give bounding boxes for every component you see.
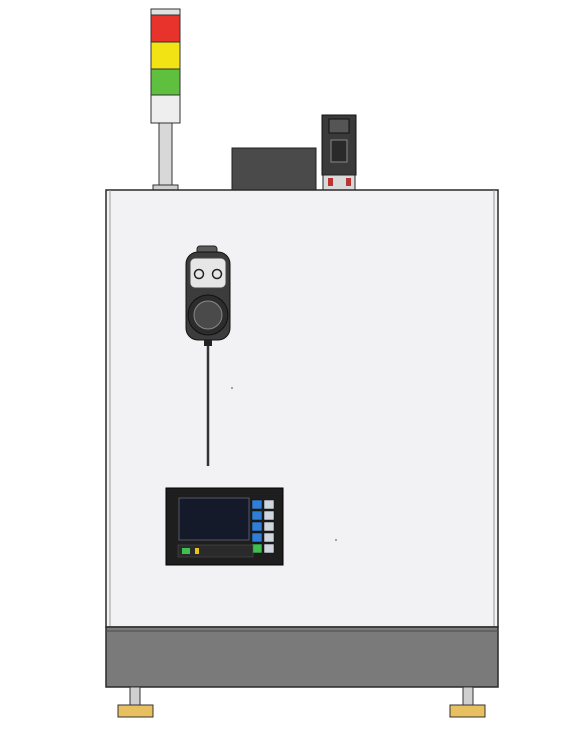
left-foot-stem <box>129 686 141 706</box>
tower-pole <box>158 122 173 186</box>
panel-mark-1 <box>231 387 233 389</box>
hmi-controller-icon <box>165 487 284 566</box>
cabinet-base-skirt <box>105 626 499 688</box>
hmi-status-led <box>182 548 190 554</box>
pendant-right-selector <box>211 268 223 280</box>
servo-motor-icon <box>321 114 357 191</box>
tower-base-ring <box>150 94 181 124</box>
hmi-key <box>263 543 275 554</box>
panel-mark-2 <box>335 539 337 541</box>
hmi-key <box>263 532 275 543</box>
right-leveling-foot <box>449 686 486 718</box>
tower-red-lamp <box>150 14 181 43</box>
hmi-key <box>251 510 263 521</box>
top-enclosure-box <box>231 147 317 191</box>
hmi-screen <box>178 497 250 541</box>
handwheel-pendant-icon <box>185 245 231 466</box>
signal-tower-icon <box>150 8 181 191</box>
right-foot-stem <box>462 686 474 706</box>
servo-motor-bolt-right <box>346 178 351 186</box>
left-leveling-foot <box>117 686 154 718</box>
hmi-key <box>251 532 263 543</box>
hmi-side-keys <box>251 499 275 554</box>
pendant-cable-gland <box>204 340 212 346</box>
cabinet-panel <box>105 189 499 628</box>
pendant-left-selector <box>193 268 205 280</box>
left-foot-pad <box>117 704 154 718</box>
pendant-face <box>189 257 227 289</box>
hmi-indicator-led <box>195 548 199 554</box>
hmi-key <box>251 543 263 554</box>
hmi-key <box>263 499 275 510</box>
hmi-key <box>251 521 263 532</box>
right-foot-pad <box>449 704 486 718</box>
tower-cap <box>150 8 181 16</box>
servo-motor-bolt-left <box>328 178 333 186</box>
hmi-key <box>263 521 275 532</box>
servo-motor-connector <box>328 118 350 134</box>
servo-motor-window <box>330 139 348 163</box>
tower-yellow-lamp <box>150 41 181 70</box>
tower-green-lamp <box>150 68 181 96</box>
hmi-key <box>263 510 275 521</box>
pendant-wheel-inner <box>193 300 223 330</box>
hmi-key <box>251 499 263 510</box>
